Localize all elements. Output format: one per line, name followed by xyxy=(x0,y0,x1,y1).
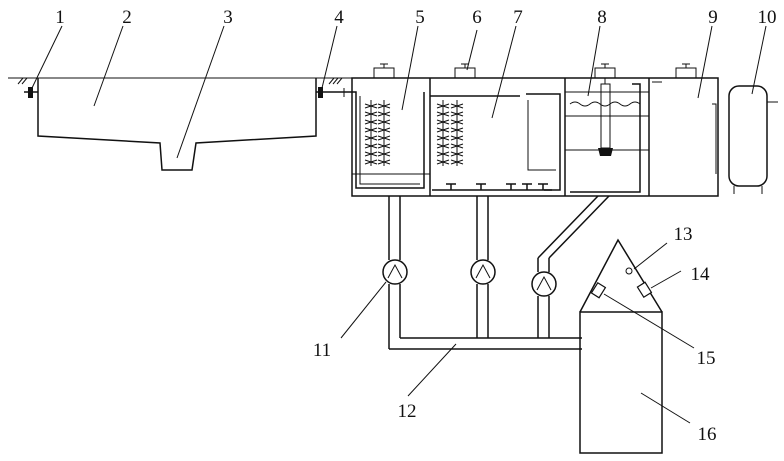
disinfection-unit xyxy=(569,78,641,156)
label-6: 6 xyxy=(472,7,482,28)
label-2: 2 xyxy=(122,7,132,28)
label-4: 4 xyxy=(334,7,344,28)
part-number-labels: 1 2 3 4 5 6 7 8 9 10 11 12 13 14 15 16 xyxy=(55,7,776,445)
label-13: 13 xyxy=(674,224,693,245)
label-5: 5 xyxy=(415,7,425,28)
label-7: 7 xyxy=(513,7,523,28)
dosing-unit xyxy=(579,238,663,454)
label-16: 16 xyxy=(698,424,717,445)
label-9: 9 xyxy=(708,7,718,28)
label-1: 1 xyxy=(55,7,65,28)
pumps xyxy=(382,259,557,297)
biofilm-packing xyxy=(364,100,464,166)
return-manifold xyxy=(388,284,582,350)
treatment-tank xyxy=(351,77,719,197)
ground-line xyxy=(8,77,352,85)
label-8: 8 xyxy=(597,7,607,28)
leader-lines xyxy=(31,25,767,424)
tank-manholes xyxy=(373,63,697,79)
settling-basin xyxy=(37,78,317,171)
label-14: 14 xyxy=(691,264,711,285)
storage-tank xyxy=(728,85,778,194)
internal-piping xyxy=(352,81,717,193)
label-3: 3 xyxy=(223,7,233,28)
label-12: 12 xyxy=(398,401,417,422)
label-11: 11 xyxy=(313,340,331,361)
aeration-diffusers xyxy=(446,183,548,190)
inlet-valve xyxy=(24,87,38,98)
pump-pipes xyxy=(388,195,610,272)
label-15: 15 xyxy=(697,348,716,369)
connecting-pipe-valve xyxy=(316,87,352,98)
label-10: 10 xyxy=(758,7,777,28)
